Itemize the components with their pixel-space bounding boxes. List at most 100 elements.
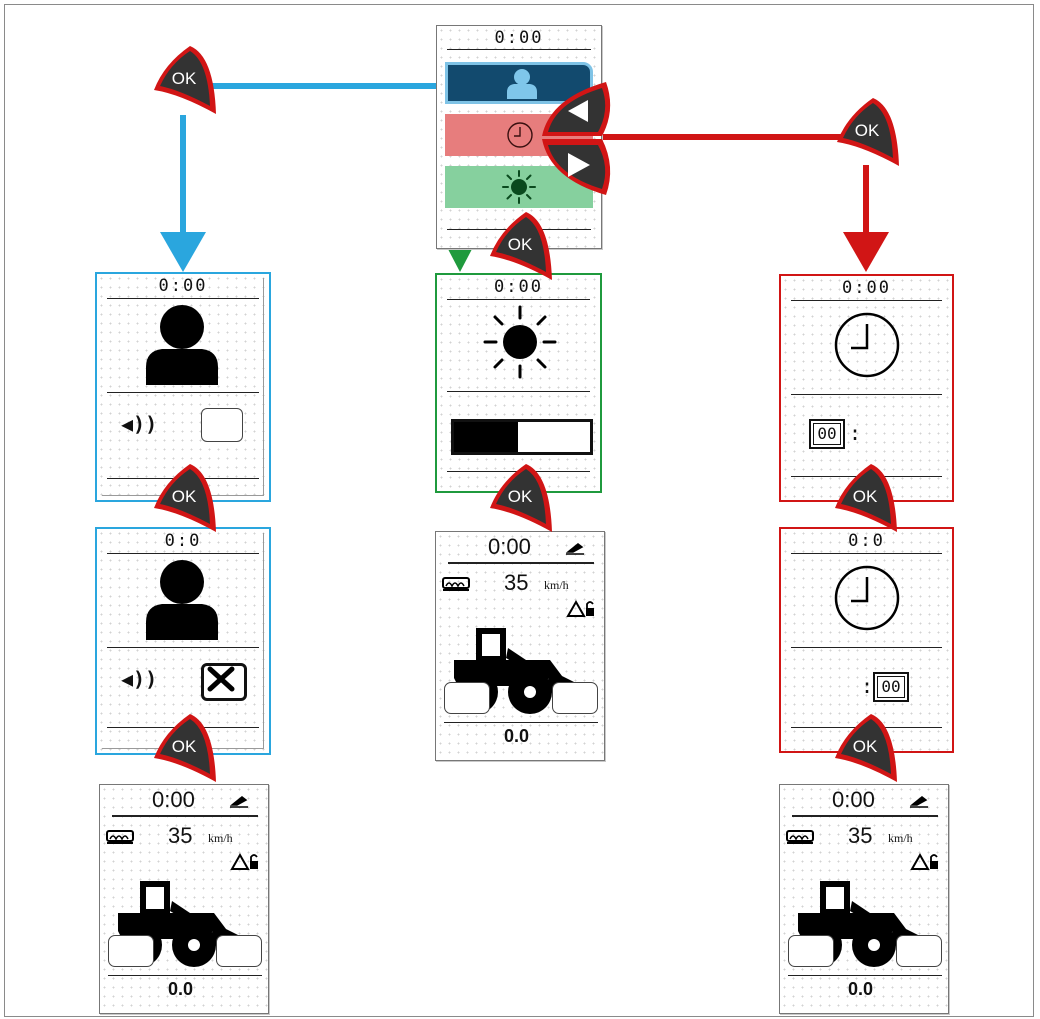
clock-icon	[507, 122, 533, 148]
divider	[107, 647, 259, 648]
operating-screen-left: 0:00 35 km/h 0.0	[99, 784, 269, 1014]
ok-label: OK	[508, 487, 533, 506]
ok-button-clock-hours[interactable]: OK	[831, 462, 901, 542]
divider	[447, 391, 590, 392]
seat-belt-icon	[229, 796, 248, 808]
speed-value: 35	[168, 823, 193, 848]
left-indicator-box	[108, 935, 154, 967]
divider	[791, 394, 942, 395]
sun-icon	[502, 170, 536, 204]
operating-time: 0:00	[488, 534, 531, 559]
sun-icon	[483, 305, 557, 379]
clock-minutes-screen: 0:0 : 00	[779, 527, 954, 753]
clock-icon	[834, 312, 900, 378]
speed-value: 35	[504, 570, 529, 595]
checkbox-cross-icon	[207, 666, 235, 692]
divider	[108, 975, 262, 976]
user-icon	[146, 305, 218, 385]
user-icon	[507, 69, 537, 99]
time-colon: :	[861, 674, 874, 698]
bucket-unlock-icon	[910, 852, 938, 870]
sound-checkbox-checked[interactable]	[201, 663, 247, 701]
ok-label: OK	[855, 121, 880, 140]
left-indicator-box	[788, 935, 834, 967]
glow-plug-icon	[442, 577, 470, 591]
blue-arrowhead	[160, 232, 206, 272]
speed-value: 35	[848, 823, 873, 848]
brightness-level-fill	[454, 422, 518, 452]
ok-label: OK	[172, 69, 197, 88]
divider	[444, 722, 598, 723]
odometer-value: 0.0	[848, 979, 874, 999]
divider	[107, 298, 259, 299]
divider	[791, 553, 942, 554]
user-icon	[146, 560, 218, 640]
user-screen-checked-time: 0:0	[164, 531, 202, 551]
red-arrowhead	[843, 232, 889, 272]
ok-label: OK	[853, 487, 878, 506]
sound-checkbox[interactable]	[201, 408, 243, 442]
diagram-frame	[4, 4, 1034, 1017]
speaker-icon: ◀︎))	[121, 667, 158, 691]
speed-unit: km/h	[544, 578, 569, 592]
brightness-screen: 0:00	[435, 273, 602, 493]
seat-belt-icon	[909, 796, 928, 808]
arrow-right-button[interactable]	[540, 137, 616, 197]
brightness-level-bar[interactable]	[451, 419, 593, 455]
hours-field[interactable]: 00	[809, 419, 845, 449]
clock-icon	[834, 565, 900, 631]
odometer-value: 0.0	[168, 979, 194, 999]
main-menu-time: 0:00	[494, 28, 544, 48]
arrow-left-button[interactable]	[540, 80, 616, 138]
ok-button-clock-minutes[interactable]: OK	[831, 712, 901, 792]
clock-hours-screen: 0:00 00 :	[779, 274, 954, 502]
right-indicator-box	[896, 935, 942, 967]
divider	[447, 49, 591, 50]
speed-unit: km/h	[888, 831, 913, 845]
right-indicator-box	[552, 682, 598, 714]
divider	[791, 647, 942, 648]
arrow-right-icon	[568, 153, 590, 177]
ok-button-brightness-confirm[interactable]: OK	[486, 462, 556, 542]
ok-label: OK	[172, 737, 197, 756]
user-sound-screen-checked: 0:0 ◀︎))	[95, 527, 271, 755]
bucket-unlock-icon	[566, 599, 594, 617]
minutes-field[interactable]: 00	[873, 672, 909, 702]
divider	[112, 815, 258, 817]
glow-plug-icon	[106, 830, 134, 844]
ok-button-brightness[interactable]: OK	[486, 210, 556, 290]
seat-belt-icon	[565, 543, 584, 555]
user-sound-screen: 0:00 ◀︎))	[95, 272, 271, 502]
operating-screen-center: 0:00 35 km/h 0.0	[435, 531, 605, 761]
divider	[447, 299, 590, 300]
operating-screen-right: 0:00 35 km/h 0.0	[779, 784, 949, 1014]
operating-time: 0:00	[152, 787, 195, 812]
time-colon: :	[849, 421, 862, 445]
right-indicator-box	[216, 935, 262, 967]
odometer-value: 0.0	[504, 726, 530, 746]
user-screen-time: 0:00	[158, 276, 208, 296]
arrow-left-icon	[568, 100, 588, 122]
ok-label: OK	[508, 235, 533, 254]
speaker-icon: ◀︎))	[121, 412, 158, 436]
divider	[792, 815, 938, 817]
ok-button-user-confirm[interactable]: OK	[150, 712, 220, 792]
divider	[788, 975, 942, 976]
ok-button-user[interactable]: OK	[150, 44, 220, 124]
wheel-loader-icon	[454, 628, 582, 714]
divider	[448, 562, 594, 564]
operating-time: 0:00	[832, 787, 875, 812]
clock-hours-screen-time: 0:00	[842, 278, 891, 298]
left-indicator-box	[444, 682, 490, 714]
brightness-screen-time: 0:00	[494, 277, 543, 297]
ok-label: OK	[172, 487, 197, 506]
divider	[791, 300, 942, 301]
divider	[107, 553, 259, 554]
ok-button-clock[interactable]: OK	[833, 96, 903, 176]
divider	[107, 392, 259, 393]
menu-item-user[interactable]	[445, 62, 593, 104]
clock-minutes-screen-time: 0:0	[848, 531, 885, 551]
ok-button-user-toggle[interactable]: OK	[150, 462, 220, 542]
speed-unit: km/h	[208, 831, 233, 845]
glow-plug-icon	[786, 830, 814, 844]
